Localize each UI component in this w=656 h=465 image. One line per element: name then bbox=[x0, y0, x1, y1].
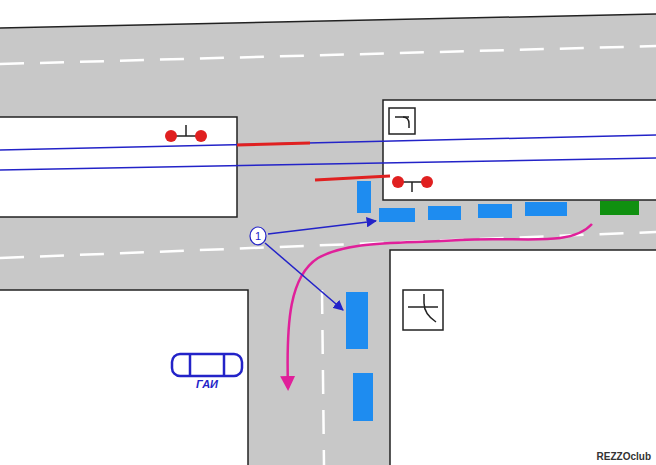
road-sign bbox=[389, 108, 415, 134]
watermark: REZZOclub bbox=[597, 451, 651, 462]
traffic-light bbox=[165, 125, 207, 142]
callout-number: 1 bbox=[255, 230, 261, 242]
road-marking bbox=[346, 181, 567, 421]
median-island bbox=[383, 100, 656, 200]
vehicle bbox=[600, 201, 639, 215]
building-block bbox=[0, 290, 248, 465]
trajectory bbox=[288, 224, 592, 388]
pointer-arrow bbox=[268, 221, 376, 234]
building-block bbox=[390, 250, 656, 465]
pointer-arrow bbox=[265, 243, 343, 310]
lane-marking bbox=[322, 290, 324, 465]
tram-rail bbox=[0, 135, 656, 150]
stop-line bbox=[237, 143, 310, 145]
police-label: ГАИ bbox=[196, 378, 218, 390]
tram-rail bbox=[0, 158, 656, 170]
stop-line bbox=[315, 176, 390, 180]
traffic-light bbox=[392, 176, 433, 192]
road-sign bbox=[403, 290, 443, 330]
lane-marking bbox=[0, 46, 656, 64]
callout-circle: 1 bbox=[249, 226, 267, 246]
police-car bbox=[172, 354, 242, 376]
